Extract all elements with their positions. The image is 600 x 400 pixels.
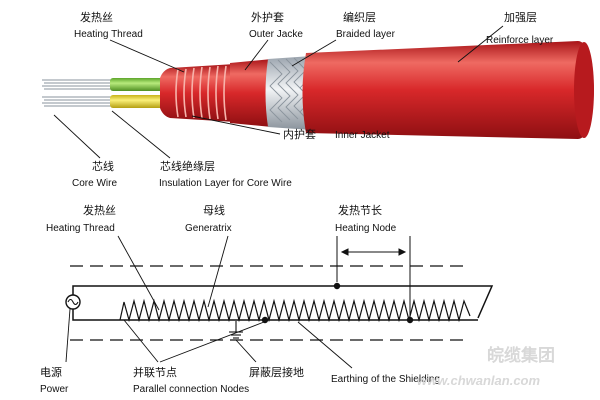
power-source-wave	[67, 298, 79, 306]
circuit-schematic	[65, 236, 494, 341]
cable-leader-lines	[53, 25, 504, 159]
circuit-heating-thread-en: Heating Thread	[46, 223, 115, 234]
bare-core-wires	[42, 79, 112, 107]
generatrix-en: Generatrix	[185, 223, 232, 234]
heating-thread-coils	[175, 65, 227, 121]
heating-node-cn: 发热节长	[338, 203, 382, 217]
outer-jacket	[230, 59, 272, 127]
heating-node-en: Heating Node	[335, 223, 397, 234]
connection-node	[333, 282, 341, 290]
circuit-heating-thread-cn: 发热丝	[83, 203, 116, 217]
heating-node-dimension	[336, 236, 411, 318]
watermark: 皖缆集团 www.chwanlan.com	[417, 345, 555, 388]
insulation-layer-en: Insulation Layer for Core Wire	[159, 178, 292, 189]
parallel-nodes-cn: 并联节点	[133, 365, 177, 379]
power-en: Power	[40, 384, 69, 395]
shield-earthing-cn: 屏蔽层接地	[249, 366, 304, 379]
heating-thread-cn: 发热丝	[80, 10, 113, 24]
generatrix-cn: 母线	[203, 203, 225, 217]
core-wire-en: Core Wire	[72, 178, 117, 189]
braided-layer-en: Braided layer	[336, 29, 396, 40]
cable-illustration	[42, 41, 594, 139]
core-insulation-yellow	[110, 95, 168, 108]
outer-jacket-cn: 外护套	[251, 10, 284, 24]
shield-earthing-en: Earthing of the Shielding	[331, 374, 440, 385]
generatrix-wires	[72, 285, 494, 321]
cable-end	[574, 42, 594, 138]
insulation-layer-cn: 芯线绝缘层	[160, 159, 215, 173]
power-cn: 电源	[40, 365, 62, 379]
outer-jacket-en: Outer Jacke	[249, 29, 303, 40]
braided-layer-cn: 编织层	[343, 10, 376, 24]
reinforce-layer-en: Reinforce layer	[486, 35, 554, 46]
core-insulation-green	[110, 78, 168, 91]
shield-dashed-lines	[70, 265, 465, 341]
reinforce-layer-cn: 加强层	[504, 11, 537, 24]
watermark-url: www.chwanlan.com	[417, 373, 540, 388]
heating-thread-zigzag	[119, 298, 471, 323]
inner-jacket-en: Inner Jacket	[335, 130, 390, 141]
heating-thread-en: Heating Thread	[74, 29, 143, 40]
reinforce-layer	[302, 41, 594, 139]
core-wire-cn: 芯线	[92, 159, 114, 173]
cable-labels: 发热丝 Heating Thread 外护套 Outer Jacke 编织层 B…	[72, 10, 554, 189]
inner-jacket-cn: 内护套	[283, 127, 316, 141]
connection-node	[406, 316, 414, 324]
parallel-connection-nodes	[261, 282, 414, 324]
watermark-brand: 皖缆集团	[487, 345, 555, 366]
ground-symbol	[229, 321, 243, 339]
circuit-labels: 发热丝 Heating Thread 母线 Generatrix 发热节长 He…	[40, 203, 440, 395]
connection-node	[261, 316, 269, 324]
circuit-leader-lines	[65, 235, 353, 369]
parallel-nodes-en: Parallel connection Nodes	[133, 384, 249, 395]
